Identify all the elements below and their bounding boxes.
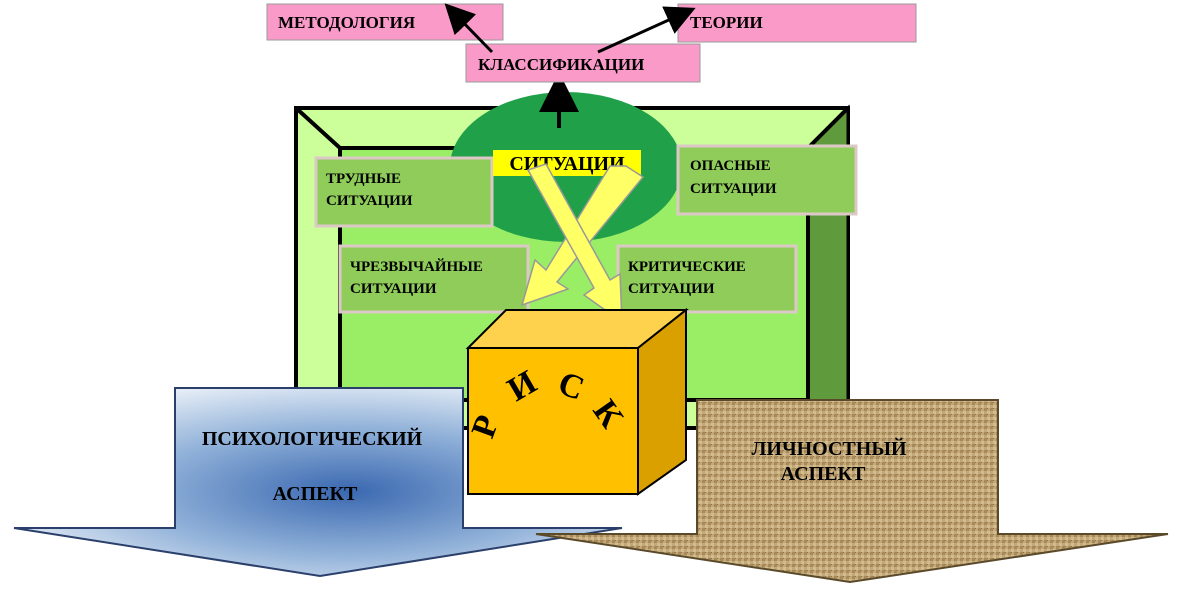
difficult-line1: ТРУДНЫЕ: [326, 171, 401, 187]
personal-aspect-arrow: ЛИЧНОСТНЫЙ АСПЕКТ: [535, 399, 1169, 584]
psychological-aspect-arrow: ПСИХОЛОГИЧЕСКИЙ АСПЕКТ: [13, 387, 623, 578]
psychological-line1: ПСИХОЛОГИЧЕСКИЙ: [202, 427, 423, 450]
critical-line2: СИТУАЦИИ: [628, 281, 715, 297]
box-dangerous: ОПАСНЫЕ СИТУАЦИИ: [676, 144, 858, 216]
box-classifications: КЛАССИФИКАЦИИ: [465, 43, 701, 83]
personal-line2: АСПЕКТ: [781, 463, 866, 485]
emergency-line2: СИТУАЦИИ: [350, 281, 437, 297]
psychological-line2: АСПЕКТ: [273, 483, 358, 505]
emergency-line1: ЧРЕЗВЫЧАЙНЫЕ: [350, 258, 483, 275]
arrow-to-methodology: [444, 3, 494, 54]
box-critical: КРИТИЧЕСКИЕ СИТУАЦИИ: [616, 244, 798, 314]
box-methodology: МЕТОДОЛОГИЯ: [266, 3, 504, 41]
methodology-text: МЕТОДОЛОГИЯ: [278, 13, 415, 32]
critical-line1: КРИТИЧЕСКИЕ: [628, 259, 746, 275]
risk-cube: Р И С К: [465, 307, 689, 496]
difficult-line2: СИТУАЦИИ: [326, 193, 413, 209]
arrow-to-theories: [597, 6, 696, 54]
box-theories: ТЕОРИИ: [677, 3, 917, 43]
box-difficult: ТРУДНЫЕ СИТУАЦИИ: [314, 156, 494, 228]
theories-text: ТЕОРИИ: [690, 13, 763, 32]
personal-line1: ЛИЧНОСТНЫЙ: [751, 437, 906, 460]
box-emergency: ЧРЕЗВЫЧАЙНЫЕ СИТУАЦИИ: [338, 244, 530, 314]
classifications-text: КЛАССИФИКАЦИИ: [478, 55, 644, 74]
dangerous-line2: СИТУАЦИИ: [690, 181, 777, 197]
dangerous-line1: ОПАСНЫЕ: [690, 158, 771, 174]
yellow-arrows: [520, 163, 645, 324]
arrow-to-critical: [526, 163, 623, 324]
